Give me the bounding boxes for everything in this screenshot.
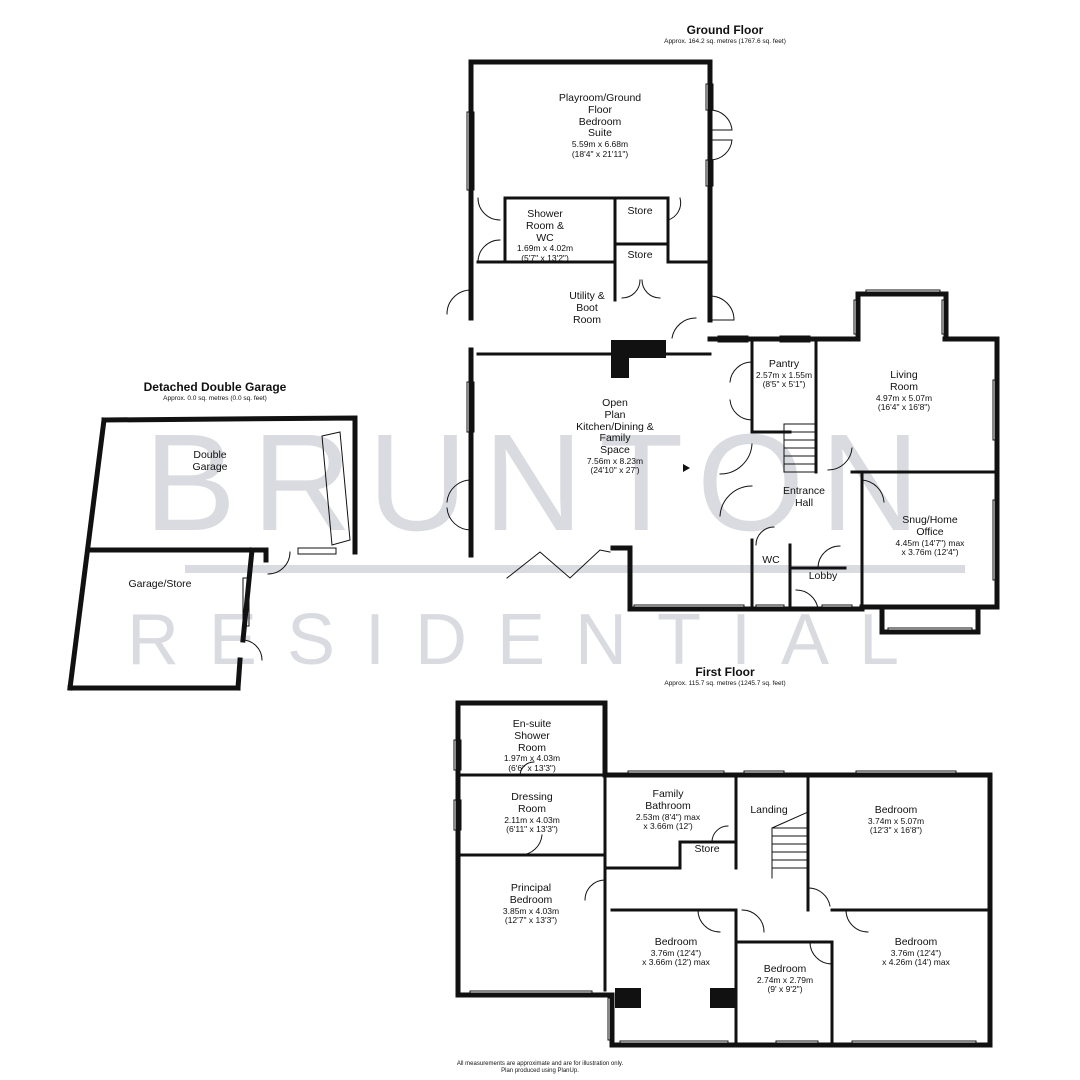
room-store-lower: Store (627, 249, 653, 261)
bifold-door (506, 549, 611, 579)
ground-floor-stairs (783, 423, 817, 473)
room-entrance-hall: Entrance Hall (782, 485, 826, 509)
first-floor-internal-walls (456, 773, 992, 1047)
room-store-first: Store (694, 843, 720, 855)
chimney-breast-base (611, 340, 629, 378)
first-floor-heading: First Floor Approx. 115.7 sq. metres (12… (600, 665, 850, 688)
room-principal-bedroom: Principal Bedroom 3.85m x 4.03m (12'7" x… (502, 882, 560, 926)
room-lobby: Lobby (808, 570, 838, 582)
ground-floor-doors (446, 109, 885, 610)
first-floor-stairs (771, 811, 809, 879)
room-bedroom-small: Bedroom 2.74m x 2.79m (9' x 9'2") (756, 963, 814, 995)
first-floor-chimney-right (710, 988, 736, 1008)
room-bedroom-mid: Bedroom 3.76m (12'4") x 3.66m (12') max (642, 936, 710, 968)
ground-floor-title: Ground Floor (686, 23, 764, 37)
room-wc: WC (762, 554, 780, 566)
room-playroom: Playroom/Ground Floor Bedroom Suite 5.59… (558, 92, 642, 159)
room-double-garage: Double Garage (192, 449, 228, 473)
room-kitchen: Open Plan Kitchen/Dining & Family Space … (576, 397, 654, 476)
plan-footnote: All measurements are approximate and are… (456, 1061, 624, 1074)
first-floor-doors (519, 761, 869, 965)
room-family-bathroom: Family Bathroom 2.53m (8'4") max x 3.66m… (635, 788, 701, 832)
room-living: Living Room 4.97m x 5.07m (16'4" x 16'8"… (875, 369, 933, 413)
room-store-upper: Store (627, 205, 653, 217)
room-bedroom-se: Bedroom 3.76m (12'4") x 4.26m (14') max (882, 936, 950, 968)
garage-area: Approx. 0.0 sq. metres (0.0 sq. feet) (163, 395, 267, 403)
first-floor-area: Approx. 115.7 sq. metres (1245.7 sq. fee… (664, 680, 786, 688)
ground-floor-internal-walls (476, 196, 999, 611)
ground-floor-walls (468, 59, 1000, 635)
room-garage-store: Garage/Store (128, 578, 192, 590)
first-floor-chimney-left (615, 988, 641, 1008)
direction-arrow-icon (683, 464, 690, 472)
room-bedroom-ne: Bedroom 3.74m x 5.07m (12'3" x 16'8") (867, 804, 925, 836)
room-pantry: Pantry 2.57m x 1.55m (8'5" x 5'1") (755, 358, 813, 390)
room-snug: Snug/Home Office 4.45m (14'7") max x 3.7… (895, 514, 965, 558)
room-dressing: Dressing Room 2.11m x 4.03m (6'11" x 13'… (504, 791, 560, 835)
room-utility: Utility & Boot Room (569, 290, 605, 326)
ground-floor-heading: Ground Floor Approx. 164.2 sq. metres (1… (600, 23, 850, 46)
room-landing: Landing (750, 804, 788, 816)
first-floor-title: First Floor (695, 665, 755, 679)
first-floor-windows (453, 739, 977, 1048)
garage-title: Detached Double Garage (143, 380, 287, 394)
garage-walls (67, 415, 358, 691)
room-ensuite: En-suite Shower Room 1.97m x 4.03m (6'6"… (503, 718, 561, 773)
ground-floor-area: Approx. 164.2 sq. metres (1767.6 sq. fee… (664, 38, 786, 46)
garage-heading: Detached Double Garage Approx. 0.0 sq. m… (100, 380, 330, 403)
garage-openings (241, 431, 351, 661)
room-shower-wc: Shower Room & WC 1.69m x 4.02m (5'7" x 1… (516, 208, 574, 263)
